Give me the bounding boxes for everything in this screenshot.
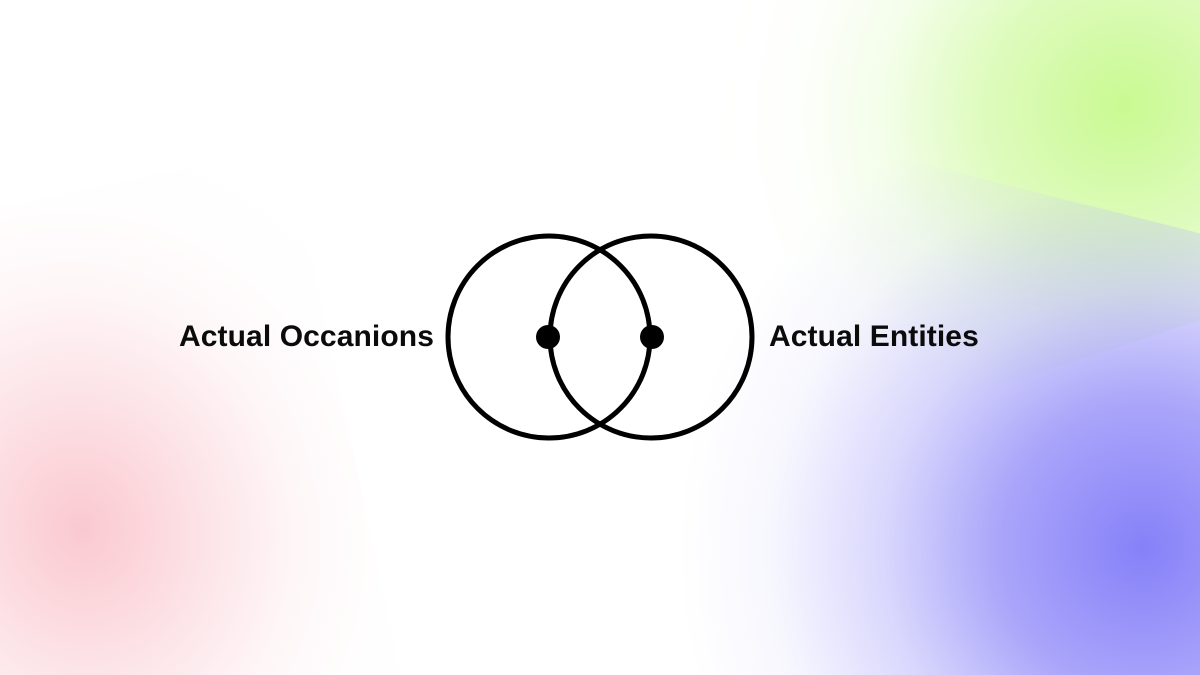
label-actual-occasions: Actual Occanions [178,320,434,353]
venn-dot-left [536,325,560,349]
venn-dot-right [640,325,664,349]
label-actual-entities: Actual Entities [769,320,979,353]
